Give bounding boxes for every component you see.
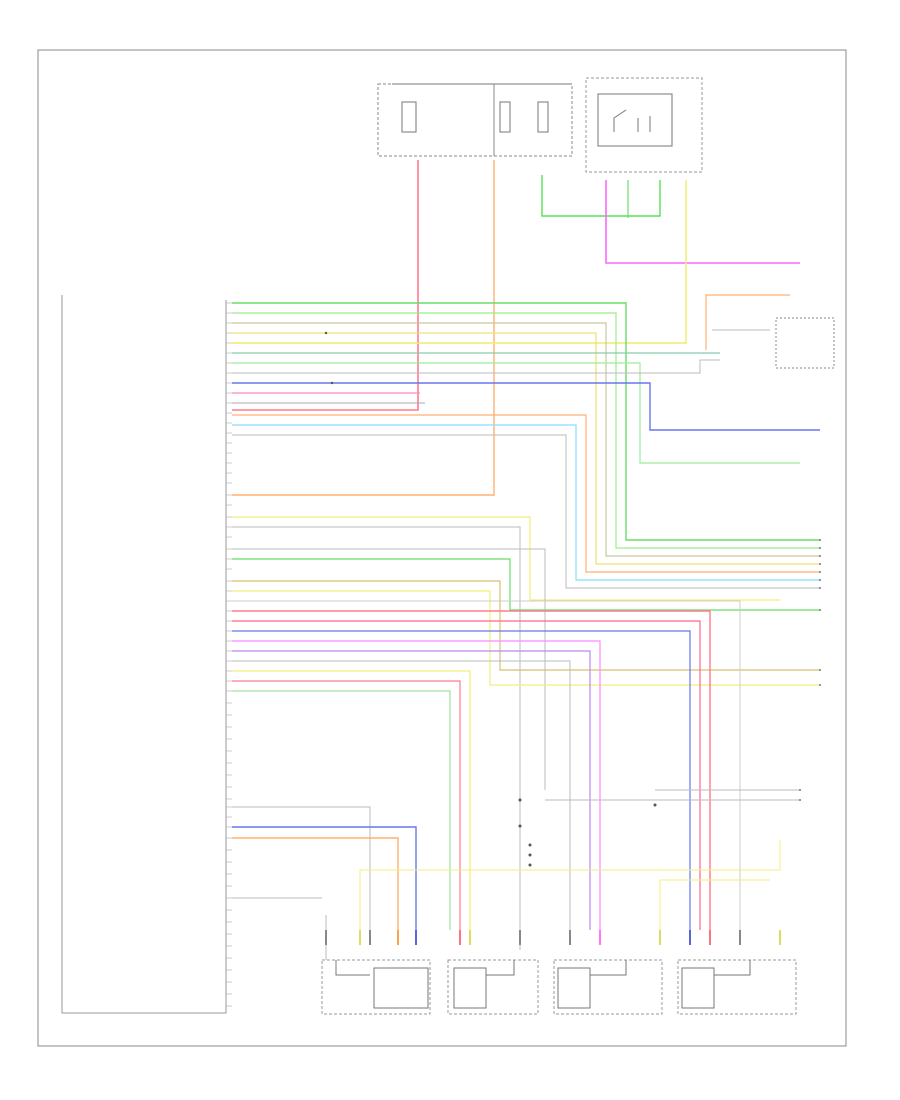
wire-red-3	[232, 620, 701, 930]
diagram-frame	[37, 49, 847, 1047]
wire-gray-mid2	[232, 548, 546, 790]
actuator-1	[321, 959, 431, 1015]
wire-blue-2	[232, 630, 691, 930]
wire-red-4	[232, 680, 461, 930]
wire-green-fuse-relay	[541, 175, 661, 217]
wire-pink-relay	[605, 180, 800, 264]
actuator-3	[553, 959, 663, 1015]
wire-gray-5	[232, 600, 741, 940]
relay-switch-contact	[613, 109, 651, 132]
hvac-module-pin-stubs	[226, 302, 232, 1007]
wire-gray-4	[232, 434, 820, 589]
fuse-block-left	[377, 83, 495, 157]
fuse-block-right	[493, 83, 573, 157]
wire-gray-low-1	[232, 806, 371, 930]
wire-orange-2	[232, 414, 820, 573]
wire-gray-6	[232, 660, 571, 930]
wire-light-green-2	[232, 362, 800, 464]
wire-orange-ignition	[232, 160, 495, 496]
wire-gray-2	[232, 359, 720, 374]
actuator-4	[677, 959, 797, 1015]
wire-green-3	[232, 690, 451, 930]
wire-gray-mid	[232, 526, 521, 950]
wire-yellow-pin	[232, 332, 820, 565]
hvac-control-module-outline	[61, 295, 227, 1014]
right-connector-upper	[775, 317, 835, 369]
wire-green-mid	[232, 558, 820, 611]
splice-points	[324, 331, 657, 867]
actuator-connector-stubs	[325, 930, 781, 945]
wire-cyan-1	[232, 424, 820, 581]
wire-pink-3	[232, 640, 601, 930]
wire-yellow-mid	[232, 516, 780, 601]
wire-gray-1	[232, 322, 820, 557]
fuse-middle	[499, 101, 511, 133]
wire-orange-low	[232, 837, 399, 930]
fuse-right	[537, 101, 549, 133]
wire-yellow-low2	[659, 879, 770, 930]
relay-block-outline	[585, 77, 703, 173]
wire-purple-1	[232, 650, 591, 930]
wire-green-1	[232, 302, 820, 541]
wire-red-2	[232, 610, 711, 930]
wire-orange-top-right	[705, 294, 790, 350]
wire-yellow-2	[232, 590, 820, 686]
wire-yellow-low	[359, 840, 781, 930]
actuator-2	[447, 959, 539, 1015]
wire-red-power	[232, 160, 419, 411]
fuse-left	[401, 101, 417, 133]
wire-blue-low	[232, 826, 417, 930]
wire-green-2	[232, 312, 820, 549]
wire-yellow-3	[232, 670, 471, 930]
wire-blue-1	[232, 382, 820, 431]
wire-yellow-relay	[232, 180, 687, 344]
right-edge-terminals	[799, 539, 821, 801]
blower-relay	[597, 93, 673, 147]
wire-tan-1	[232, 580, 820, 671]
